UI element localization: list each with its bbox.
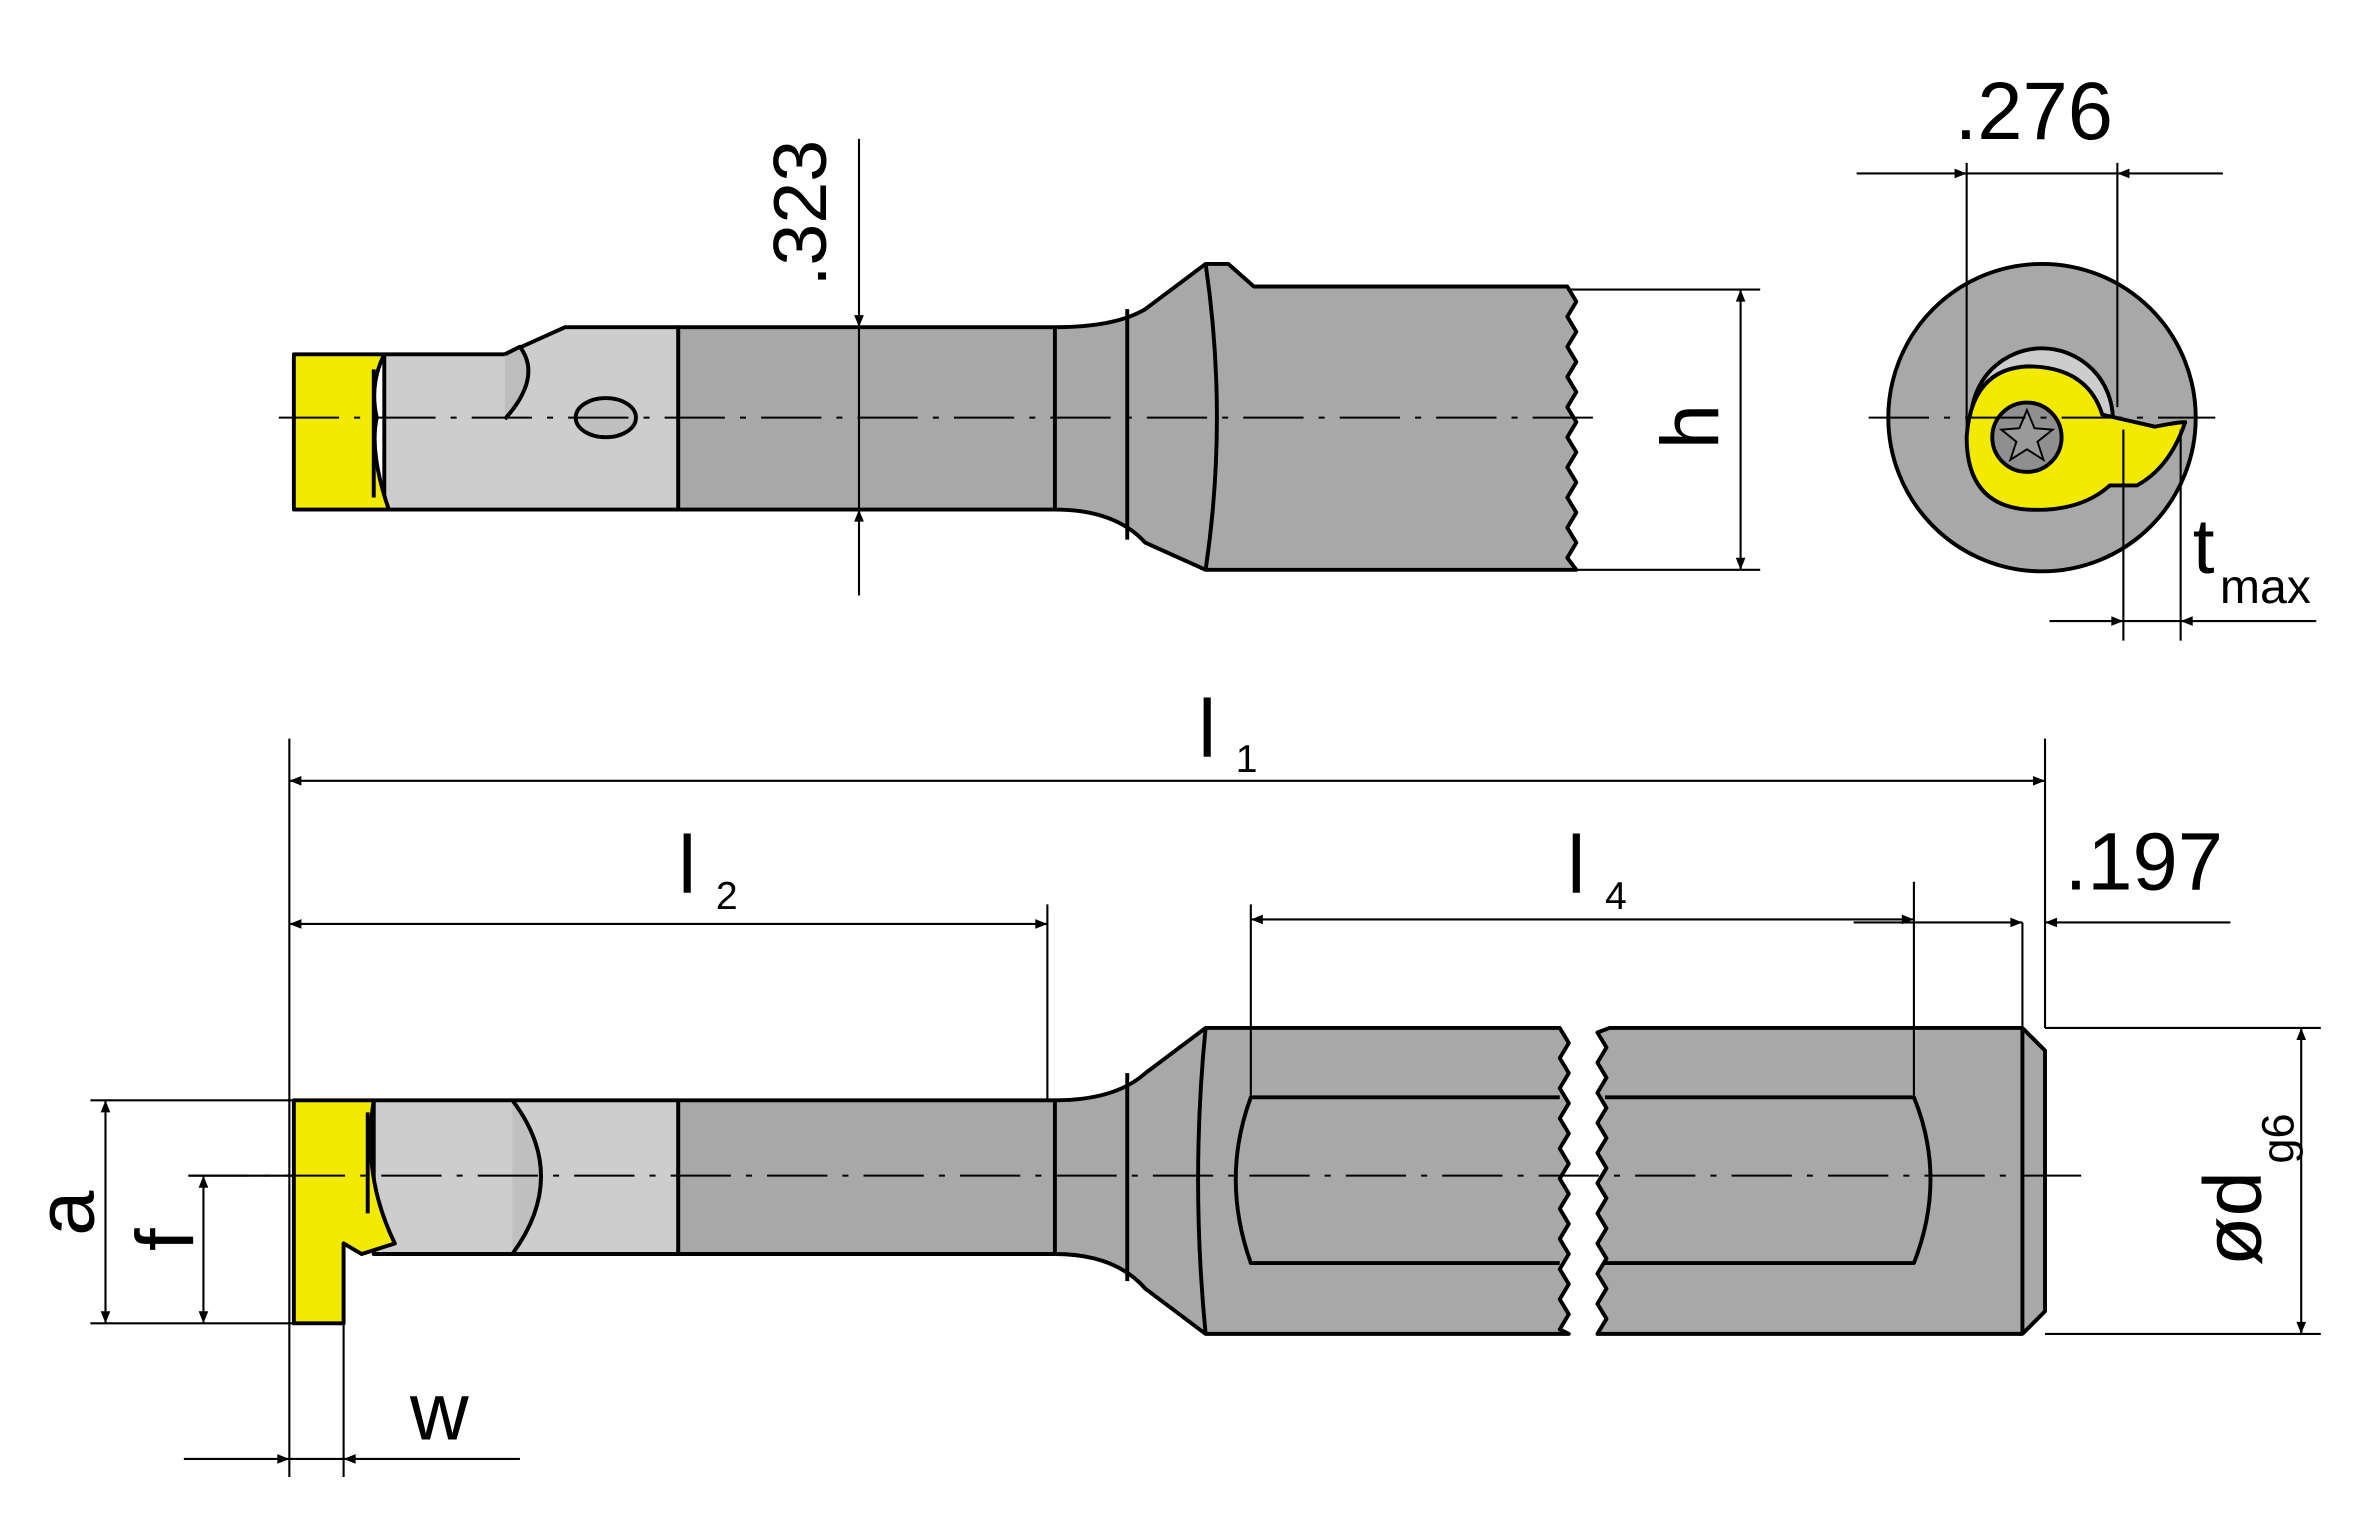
side-view: l 1 l 2 l 4 .197 ød g6 a f w (20, 684, 2321, 1478)
dim-a-label: a (20, 1190, 111, 1236)
top-edge (1203, 263, 1219, 571)
side-shank-rear (1595, 1026, 2047, 1336)
dim-l4-sub: 4 (1605, 875, 1627, 918)
dim-l1-label: l (1198, 684, 1216, 775)
dim-197-label: .197 (2065, 816, 2223, 907)
dim-276-label: .276 (1955, 66, 2113, 157)
dim-f-label: f (120, 1228, 211, 1251)
dim-323-label: .323 (758, 140, 842, 287)
dim-t-label: t (2193, 502, 2215, 590)
dim-w-label: w (409, 1366, 469, 1457)
flat-slot (1233, 1095, 1933, 1266)
end-view: .276 t max (1856, 66, 2317, 641)
dim-l4-label: l (1567, 819, 1585, 910)
torx-star-icon (1998, 407, 2056, 463)
side-shank-front (676, 1026, 1571, 1336)
top-view: .323 h (278, 138, 1761, 596)
dim-l1-sub: 1 (1236, 738, 1258, 781)
dim-tmax-sub: max (2220, 560, 2311, 614)
dim-l2-sub: 2 (716, 875, 738, 918)
dim-l2-label: l (678, 819, 696, 910)
dim-diameter-sub: g6 (2253, 1113, 2304, 1163)
dim-diameter-label: ød (2188, 1171, 2279, 1266)
dim-h-label: h (1645, 404, 1736, 449)
top-neck-chamfer (503, 344, 531, 421)
